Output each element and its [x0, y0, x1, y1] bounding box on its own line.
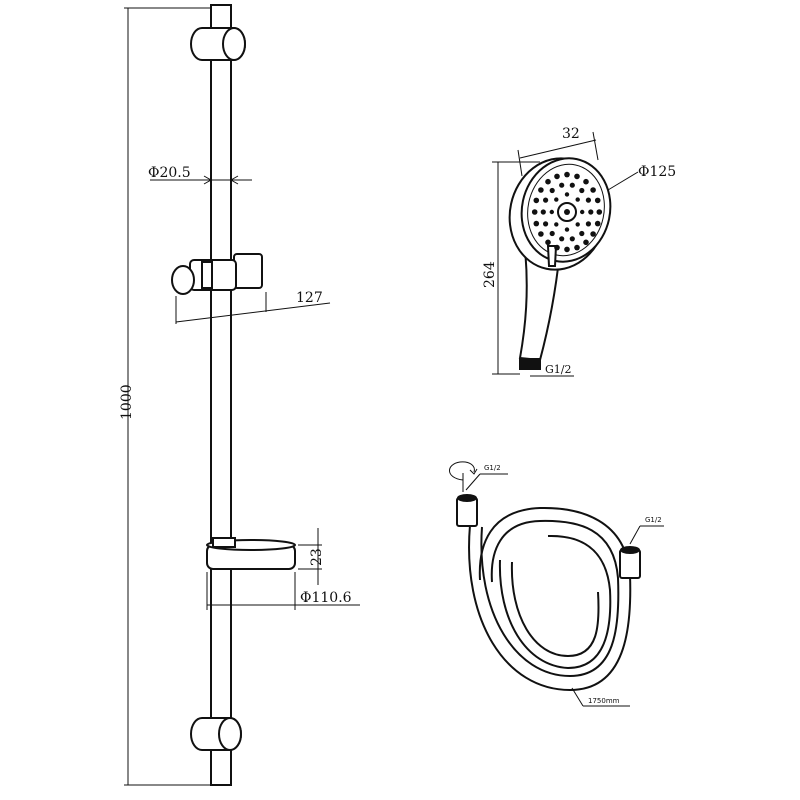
nozzle-dot [596, 209, 603, 215]
dim-handset-length-label: 264 [482, 261, 498, 288]
nozzle-dot [543, 197, 549, 203]
dim-dish-height-label: 23 [309, 548, 325, 566]
nozzle-dot [594, 220, 601, 227]
nozzle-dot [549, 209, 554, 215]
dim-bar-length: 1000 [119, 7, 212, 786]
dim-slider-length: 127 [175, 290, 331, 324]
dim-dish-diameter-label: Φ110.6 [300, 590, 352, 606]
nozzle-dot [575, 197, 580, 202]
dim-head-depth-label: 32 [562, 126, 580, 142]
rotation-arrow-icon [449, 461, 478, 492]
nozzle-dot [579, 187, 585, 194]
nozzle-dot [575, 222, 580, 227]
nozzle-dot [540, 209, 546, 215]
handset-connector [519, 358, 541, 370]
hose-nut-top [456, 494, 478, 527]
rail-bar [210, 4, 232, 786]
nozzle-dot [559, 236, 565, 242]
nozzle-dot [564, 246, 570, 253]
nozzle-dot [554, 197, 559, 202]
dim-bar-diameter: Φ20.5 [148, 165, 252, 185]
nozzle-dot [549, 187, 555, 194]
nozzle-dot [533, 197, 540, 204]
nozzle-dot [583, 239, 589, 246]
nozzle-dot [554, 222, 559, 227]
slide-rail [171, 4, 296, 786]
slider-holder [171, 253, 263, 295]
bottom-wall-bracket [190, 717, 242, 751]
nozzle-dot [588, 209, 594, 215]
nozzle-dot [574, 173, 580, 180]
nozzle-dot [569, 182, 575, 188]
hose-nut-right [619, 546, 641, 579]
dim-handset-thread: G1/2 [530, 363, 574, 377]
nozzle-dot [559, 182, 565, 188]
shower-hose [449, 461, 641, 692]
nozzle-dot [554, 244, 560, 251]
nozzle-dot [564, 192, 570, 197]
hose-thread-top-label: G1/2 [484, 464, 501, 472]
nozzle-dot [590, 187, 596, 193]
nozzle-dot [549, 230, 555, 237]
dim-dish-height: 23 [298, 528, 325, 585]
nozzle-dot [545, 178, 551, 185]
dim-head-diameter: Φ125 [607, 164, 676, 191]
nozzle-dot [579, 230, 585, 237]
nozzle-dot [574, 244, 580, 251]
nozzle-dot [583, 178, 589, 185]
nozzle-dot [538, 231, 544, 237]
nozzle-dot [585, 197, 592, 203]
nozzle-dot [564, 171, 570, 178]
dim-head-depth: 32 [517, 126, 599, 177]
hose-thread-right-callout: G1/2 [629, 516, 664, 545]
top-wall-bracket [190, 27, 246, 61]
hose-thread-right-label: G1/2 [645, 516, 662, 524]
nozzle-dot [569, 236, 575, 242]
nozzle-dot [545, 239, 551, 246]
dim-bar-length-label: 1000 [119, 384, 135, 420]
nozzle-dot [594, 197, 601, 204]
soap-dish [206, 537, 296, 570]
hose-length-callout: 1750mm [571, 687, 630, 707]
dim-slider-length-label: 127 [296, 290, 323, 306]
nozzle-dot [533, 220, 540, 227]
nozzle-dot [590, 231, 596, 237]
hose-thread-top-callout: G1/2 [465, 464, 508, 491]
nozzle-dot [543, 221, 549, 227]
hose-length-label: 1750mm [588, 697, 620, 705]
nozzle-dot [585, 221, 592, 227]
dim-bar-diameter-label: Φ20.5 [148, 165, 191, 181]
nozzle-dot [538, 187, 544, 193]
nozzle-pattern [531, 171, 603, 253]
dim-head-diameter-label: Φ125 [638, 164, 676, 180]
hand-shower [508, 157, 612, 370]
dim-handset-thread-label: G1/2 [545, 363, 572, 376]
nozzle-dot [564, 227, 570, 232]
nozzle-dot [531, 209, 538, 215]
dim-dish-diameter: Φ110.6 [206, 572, 360, 610]
nozzle-dot [580, 209, 585, 215]
nozzle-dot [554, 173, 560, 180]
dim-handset-length: 264 [482, 161, 540, 375]
